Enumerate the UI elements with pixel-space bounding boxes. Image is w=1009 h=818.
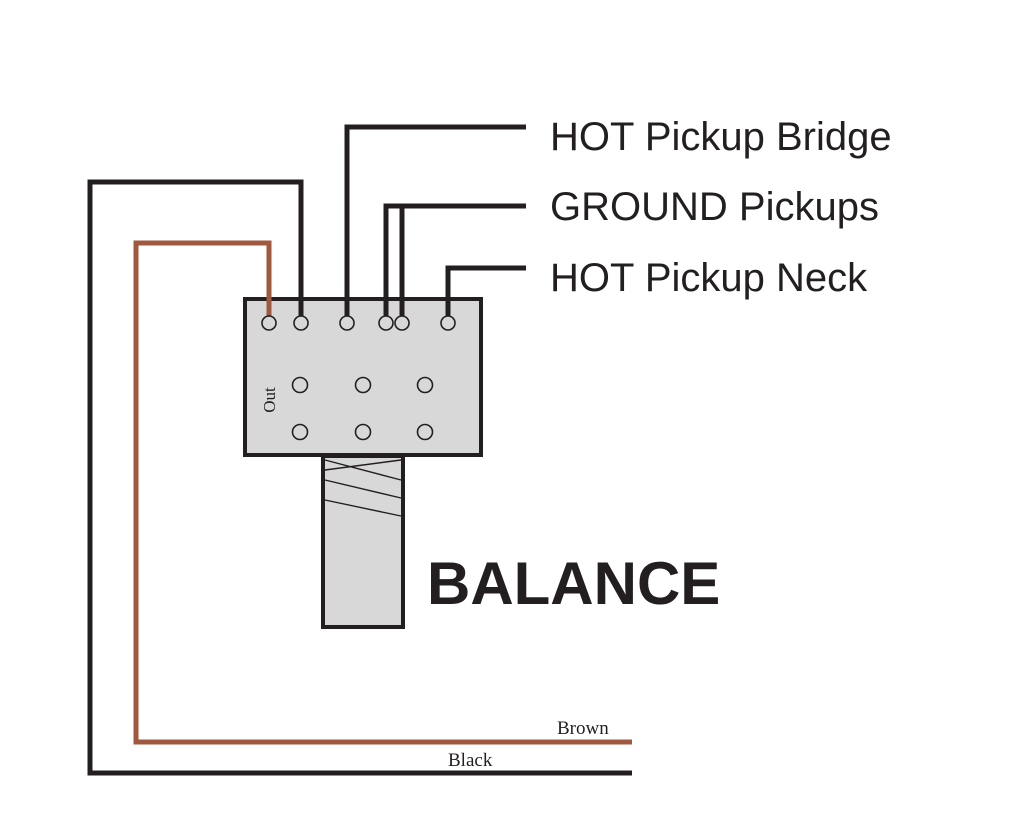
hole: [354, 376, 372, 394]
out-label: Out: [260, 387, 279, 413]
lug-neck: [440, 315, 456, 331]
hole: [416, 376, 434, 394]
hole: [291, 423, 309, 441]
black-ground-wire: [87, 179, 632, 776]
lug-bridge: [339, 315, 355, 331]
hot-bridge-wire: [344, 124, 526, 322]
hot-neck-label: HOT Pickup Neck: [550, 256, 868, 300]
lug-pickup-ground-a: [378, 315, 394, 331]
balance-title: BALANCE: [427, 550, 720, 617]
solder-lugs: [261, 315, 456, 331]
hole: [416, 423, 434, 441]
black-wire-label: Black: [448, 750, 493, 771]
lug-ground: [293, 315, 309, 331]
hole: [354, 423, 372, 441]
contact-holes: [291, 376, 434, 441]
pot-shaft: [321, 454, 405, 629]
brown-output-wire: [133, 240, 632, 745]
hot-bridge-label: HOT Pickup Bridge: [550, 115, 892, 159]
hole: [291, 376, 309, 394]
ground-wire-a: [383, 203, 526, 322]
ground-pickups-label: GROUND Pickups: [550, 185, 879, 229]
brown-wire-label: Brown: [557, 718, 609, 739]
hot-neck-wire: [445, 265, 526, 322]
lug-out: [261, 315, 277, 331]
lug-pickup-ground-b: [394, 315, 410, 331]
